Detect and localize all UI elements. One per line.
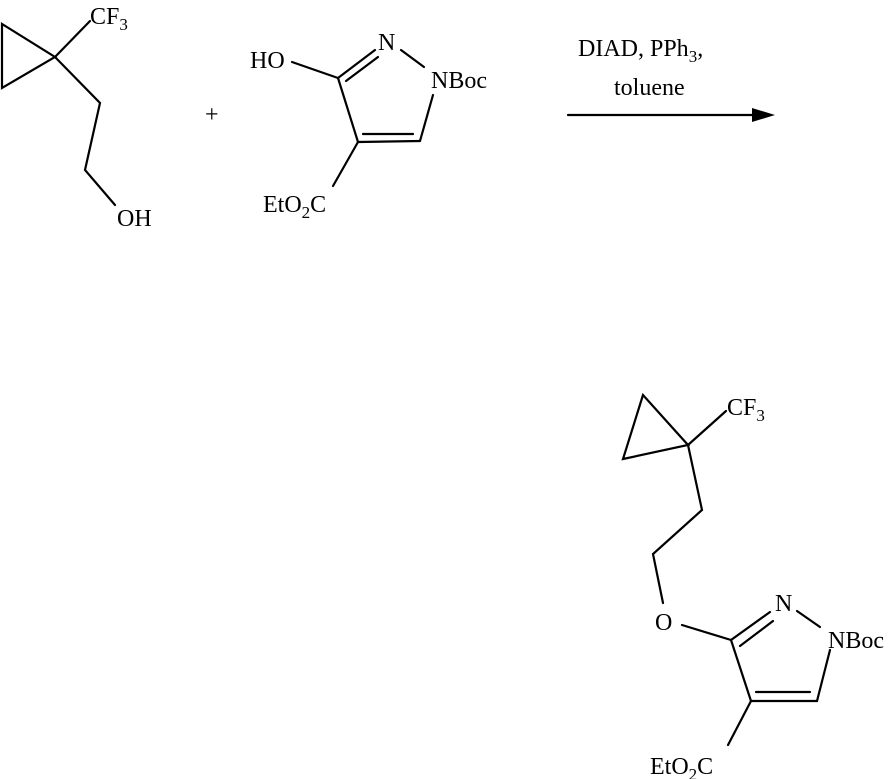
nboc-label: NBoc (828, 628, 884, 654)
n-label: N (378, 30, 395, 56)
reaction-arrow: DIAD, PPh3, toluene (568, 36, 775, 122)
ester-label: EtO2C (263, 192, 326, 222)
product: CF3 O N NBoc EtO2C (623, 395, 884, 779)
bond (55, 21, 90, 57)
reactant-1-alcohol: CF3 OH (2, 4, 152, 232)
nboc-label: NBoc (431, 68, 487, 94)
cf3-label: CF3 (90, 4, 128, 34)
reactant-2-pyrazole: HO N NBoc EtO2C (250, 30, 487, 222)
o-label: O (655, 610, 672, 636)
ester-label: EtO2C (650, 754, 713, 779)
oh-label: OH (117, 206, 152, 232)
cyclopropane-ring (623, 395, 688, 459)
ethyl-chain (55, 57, 115, 205)
cf3-label: CF3 (727, 395, 765, 425)
plus-sign: + (205, 102, 219, 128)
n-label: N (775, 591, 792, 617)
cyclopropane-ring (2, 24, 55, 88)
conditions-reagents: DIAD, PPh3, (578, 36, 703, 66)
ho-label: HO (250, 48, 285, 74)
conditions-solvent: toluene (614, 75, 685, 101)
